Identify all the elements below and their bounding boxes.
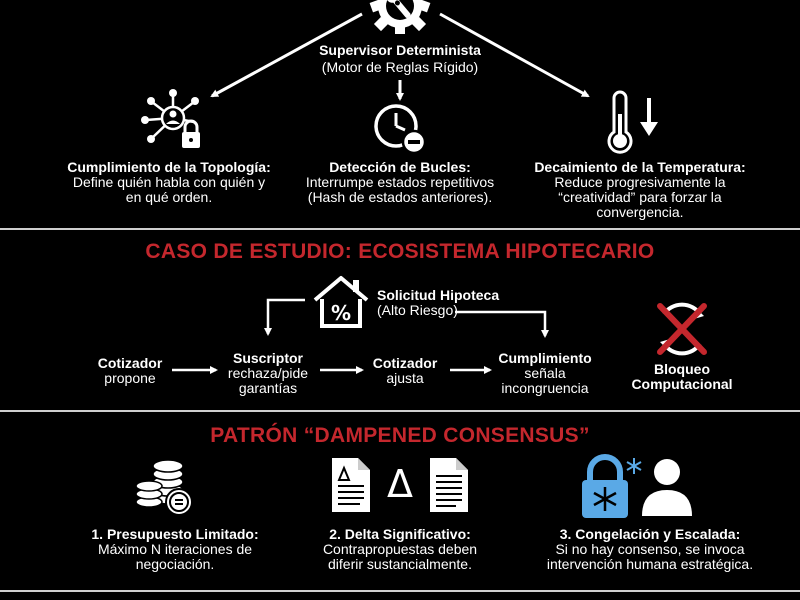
request-subtitle: (Alto Riesgo)	[377, 302, 458, 318]
pattern-item-title: 1. Presupuesto Limitado:	[91, 526, 259, 542]
flow-step-title: Suscriptor	[232, 350, 303, 366]
flow-arrows	[172, 298, 549, 374]
feature-loop-line: Interrumpe estados repetitivos	[305, 174, 495, 190]
blocked-cycle-icon	[657, 302, 707, 356]
feature-topology: Cumplimiento de la Topología: Define qui…	[48, 160, 290, 205]
outcome-line: Computacional	[631, 376, 733, 392]
pattern-heading: PATRÓN “DAMPENED CONSENSUS”	[210, 424, 590, 447]
feature-topology-line: en qué orden.	[125, 189, 213, 205]
thermometer-down-icon	[607, 90, 658, 154]
outcome-label: Bloqueo Computacional	[622, 362, 742, 392]
feature-topology-line: Define quién habla con quién y	[72, 174, 266, 190]
feature-temperature-line: Reduce progresivamente la	[554, 174, 726, 190]
request-label: Solicitud Hipoteca (Alto Riesgo)	[377, 288, 527, 318]
person-icon	[642, 459, 692, 516]
pattern-item-title: 3. Congelación y Escalada:	[559, 526, 741, 542]
flow-step-suscriptor: Suscriptor rechaza/pide garantías	[218, 351, 318, 396]
network-lock-icon	[141, 89, 200, 148]
pattern-item-line: Máximo N iteraciones de	[97, 541, 253, 557]
coins-budget-icon	[135, 459, 193, 516]
svg-text:%: %	[331, 301, 351, 325]
clock-minus-icon	[374, 104, 427, 155]
pattern-item-line: intervención humana estratégica.	[546, 556, 754, 572]
request-title: Solicitud Hipoteca	[377, 287, 500, 303]
flow-step-title: Cotizador	[372, 355, 438, 371]
flow-step-cumplimiento: Cumplimiento señala incongruencia	[490, 351, 600, 396]
case-study-heading: CASO DE ESTUDIO: ECOSISTEMA HIPOTECARIO	[145, 240, 655, 263]
pattern-item-line: diferir sustancialmente.	[328, 556, 472, 572]
house-percent-icon: %	[313, 276, 369, 328]
flow-step-cotizador-ajusta: Cotizador ajusta	[355, 356, 455, 386]
pattern-item-line: Si no hay consenso, se invoca	[555, 541, 745, 557]
pattern-item-title: 2. Delta Significativo:	[329, 526, 471, 542]
feature-temperature: Decaimiento de la Temperatura: Reduce pr…	[515, 160, 765, 220]
pattern-panel: PATRÓN “DAMPENED CONSENSUS” Δ	[0, 410, 800, 590]
delta-symbol: Δ	[387, 462, 413, 506]
feature-loop-detection: Detección de Bucles: Interrumpe estados …	[285, 160, 515, 205]
flow-step-title: Cotizador	[97, 355, 163, 371]
feature-loop-title: Detección de Bucles:	[329, 159, 471, 175]
next-section-strip	[0, 590, 800, 600]
flow-step-line: garantías	[238, 380, 298, 396]
flow-step-line: propone	[104, 370, 156, 386]
flow-step-line: rechaza/pide	[227, 365, 309, 381]
flow-step-line: incongruencia	[501, 380, 589, 396]
supervisor-arrows	[210, 12, 590, 101]
pattern-item-delta: 2. Delta Significativo: Contrapropuestas…	[285, 527, 515, 572]
gear-wrench-icon	[369, 0, 431, 34]
flow-step-line: ajusta	[386, 370, 424, 386]
feature-topology-title: Cumplimiento de la Topología:	[67, 159, 271, 175]
outcome-line: Bloqueo	[654, 361, 710, 377]
supervisor-title: Supervisor Determinista	[319, 42, 481, 58]
pattern-item-budget: 1. Presupuesto Limitado: Máximo N iterac…	[55, 527, 295, 572]
supervisor-subtitle: (Motor de Reglas Rígido)	[321, 59, 479, 75]
pattern-item-freeze: 3. Congelación y Escalada: Si no hay con…	[520, 527, 780, 572]
document-icon	[430, 458, 468, 512]
document-icon	[332, 458, 370, 512]
feature-temperature-title: Decaimiento de la Temperatura:	[534, 159, 746, 175]
feature-loop-line: (Hash de estados anteriores).	[307, 189, 493, 205]
supervisor-panel: Supervisor Determinista (Motor de Reglas…	[0, 0, 800, 228]
flow-step-cotizador-propone: Cotizador propone	[80, 356, 180, 386]
pattern-item-line: Contrapropuestas deben	[322, 541, 478, 557]
pattern-item-line: negociación.	[135, 556, 215, 572]
case-study-panel: CASO DE ESTUDIO: ECOSISTEMA HIPOTECARIO …	[0, 228, 800, 410]
flow-step-line: señala	[524, 365, 566, 381]
frozen-lock-icon	[582, 454, 642, 518]
feature-temperature-line: convergencia.	[596, 204, 684, 220]
flow-step-title: Cumplimiento	[498, 350, 592, 366]
feature-temperature-line: “creatividad” para forzar la	[558, 189, 722, 205]
